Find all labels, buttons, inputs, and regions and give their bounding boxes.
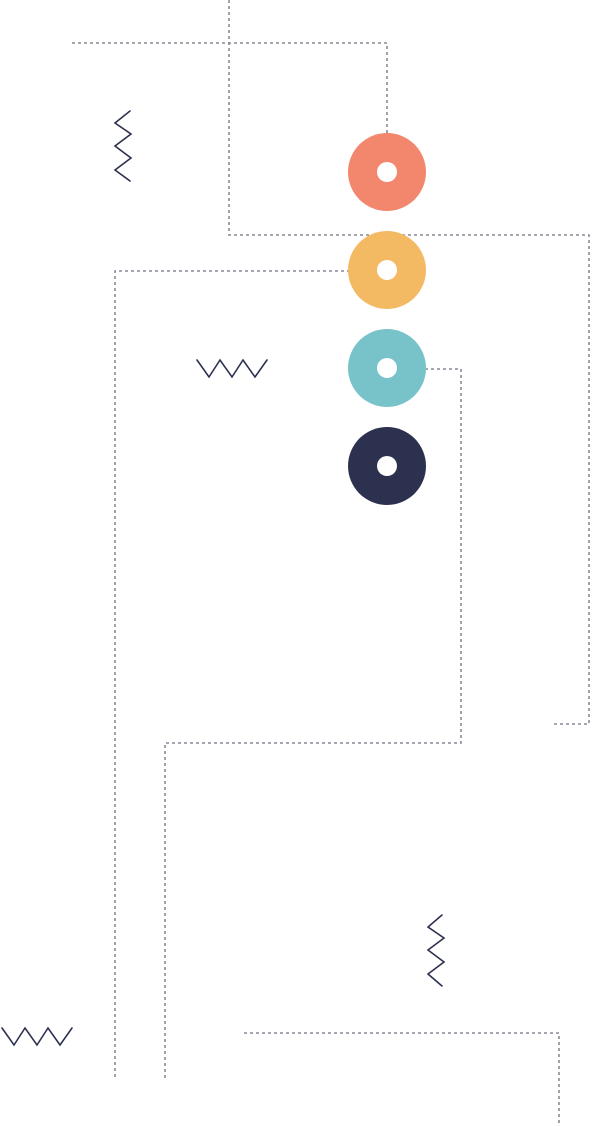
- connector-top-to-coral: [72, 42, 388, 135]
- connector-teal-to-bottom: [164, 368, 462, 1078]
- ring-stack: [348, 133, 426, 505]
- connector-bottom-right: [244, 1032, 560, 1126]
- zigzag-decorations: [1, 110, 446, 1047]
- connector-yellow-to-left: [114, 270, 350, 1078]
- zigzag-icon: [426, 914, 446, 987]
- ring-icon: [348, 231, 426, 309]
- ring-icon: [348, 427, 426, 505]
- zigzag-icon: [1, 1026, 73, 1047]
- ring-icon: [348, 329, 426, 407]
- connector-vertical-to-right: [228, 0, 590, 725]
- zigzag-icon: [113, 110, 133, 182]
- ring-icon: [348, 133, 426, 211]
- dashed-connectors: [72, 0, 590, 1126]
- zigzag-icon: [196, 358, 268, 379]
